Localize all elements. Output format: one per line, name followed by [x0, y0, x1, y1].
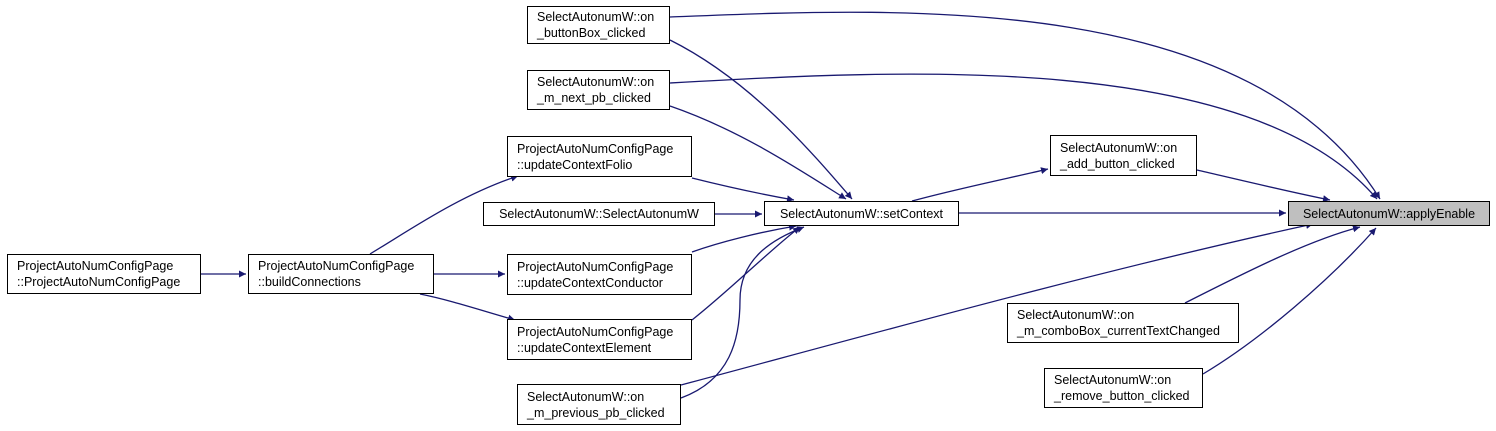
edge-add-button-to-apply-enable [1196, 169, 1331, 203]
node-set-context[interactable]: SelectAutonumW::setContext [764, 201, 959, 226]
edge-update-folio-to-set-context [691, 177, 795, 203]
edge-set-context-to-add-button [911, 167, 1049, 202]
node-label-line-2: _buttonBox_clicked [537, 26, 646, 40]
node-label-line-1: SelectAutonumW::on [537, 75, 655, 89]
edge-button-box-to-apply-enable [669, 11, 1381, 200]
node-label-line-2: ::ProjectAutoNumConfigPage [17, 275, 181, 289]
node-select-autonum-w-constructor[interactable]: SelectAutonumW::SelectAutonumW [483, 202, 715, 226]
node-label-line-1: SelectAutonumW::on [1017, 308, 1135, 322]
node-label-line-2: _m_comboBox_currentTextChanged [1017, 324, 1220, 338]
edge-remove-button-to-apply-enable [1202, 227, 1377, 375]
node-label-line-1: SelectAutonumW::on [537, 10, 655, 24]
node-on-m-next-pb-clicked[interactable]: SelectAutonumW::on _m_next_pb_clicked [527, 70, 670, 110]
node-update-context-conductor[interactable]: ProjectAutoNumConfigPage ::updateContext… [507, 254, 692, 295]
node-label-line-2: ::updateContextFolio [517, 157, 633, 172]
node-label: SelectAutonumW::applyEnable [1302, 206, 1476, 221]
edge-button-box-to-set-context [669, 39, 853, 200]
node-on-add-button-clicked[interactable]: SelectAutonumW::on _add_button_clicked [1050, 135, 1197, 176]
node-label-line-1: SelectAutonumW::on [527, 389, 645, 404]
node-project-auto-num-config-page-constructor[interactable]: ProjectAutoNumConfigPage ::ProjectAutoNu… [7, 254, 201, 294]
node-label: SelectAutonumW::SelectAutonumW [499, 207, 699, 221]
node-label-line-2: ::buildConnections [258, 275, 361, 289]
edge-update-conductor-to-set-context [691, 223, 797, 253]
edge-build-connections-to-update-folio [369, 174, 519, 255]
edge-update-element-to-set-context [691, 226, 801, 321]
edge-combo-box-to-apply-enable [1184, 225, 1361, 304]
edge-previous-pb-to-set-context [680, 226, 805, 399]
node-build-connections[interactable]: ProjectAutoNumConfigPage ::buildConnecti… [248, 254, 434, 294]
node-on-remove-button-clicked[interactable]: SelectAutonumW::on _remove_button_clicke… [1044, 368, 1203, 408]
node-label-line-1: SelectAutonumW::on [1060, 140, 1178, 155]
node-label-line-2: _m_previous_pb_clicked [527, 405, 665, 420]
node-label-line-1: ProjectAutoNumConfigPage [517, 259, 674, 274]
node-label-line-1: ProjectAutoNumConfigPage [258, 259, 415, 273]
node-label-line-1: ProjectAutoNumConfigPage [517, 324, 674, 339]
node-on-m-combo-box-current-text-changed[interactable]: SelectAutonumW::on _m_comboBox_currentTe… [1007, 303, 1239, 343]
node-apply-enable[interactable]: SelectAutonumW::applyEnable [1288, 201, 1490, 226]
node-label: SelectAutonumW::setContext [779, 206, 944, 221]
node-label-line-2: _add_button_clicked [1060, 156, 1175, 171]
node-on-button-box-clicked[interactable]: SelectAutonumW::on _buttonBox_clicked [527, 6, 670, 44]
node-update-context-element[interactable]: ProjectAutoNumConfigPage ::updateContext… [507, 319, 692, 360]
node-label-line-2: _remove_button_clicked [1054, 389, 1190, 403]
node-label-line-2: _m_next_pb_clicked [537, 91, 651, 105]
node-label-line-1: SelectAutonumW::on [1054, 373, 1172, 387]
edge-build-connections-to-update-element [419, 293, 516, 322]
edge-next-pb-to-set-context [669, 105, 847, 200]
node-update-context-folio[interactable]: ProjectAutoNumConfigPage ::updateContext… [507, 136, 692, 177]
edge-next-pb-to-apply-enable [669, 73, 1378, 200]
node-on-m-previous-pb-clicked[interactable]: SelectAutonumW::on _m_previous_pb_clicke… [517, 384, 681, 425]
node-label-line-2: ::updateContextElement [517, 340, 652, 355]
edge-previous-pb-to-apply-enable [680, 222, 1314, 386]
node-label-line-1: ProjectAutoNumConfigPage [517, 141, 674, 156]
node-label-line-1: ProjectAutoNumConfigPage [17, 259, 174, 273]
node-label-line-2: ::updateContextConductor [517, 275, 663, 290]
